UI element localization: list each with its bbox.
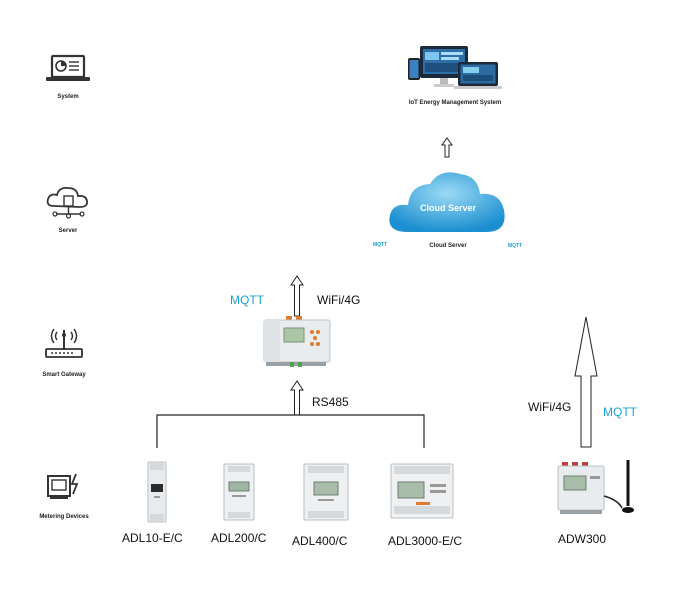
router-icon [45,328,83,358]
adl3000-device [390,463,454,519]
adl10-device [147,461,167,523]
devices-layer: Metering Devices [24,470,104,522]
adw-mqtt-label: MQTT [603,405,637,419]
rs485-bus [156,414,425,448]
adl200-label: ADL200/C [211,531,267,545]
cloud-inside-label: Cloud Server [419,203,477,213]
system-layer-label: System [57,94,79,100]
adl400-device [303,463,349,521]
cloud-icon [389,172,505,232]
server-layer-label: Server [58,228,78,234]
cloud-server: Cloud Server Cloud Server [368,160,528,260]
adw300-device [557,460,634,514]
system-layer: System [28,52,108,100]
gateway-wifi-label: WiFi/4G [317,293,361,307]
cloud-server-icon [46,186,89,219]
gateway-mqtt-label: MQTT [230,293,264,307]
gateway-layer-label: Smart Gateway [42,372,86,378]
adl3000-label: ADL3000-E/C [388,534,463,548]
cloud-caption: Cloud Server [429,243,467,249]
adw300-label: ADW300 [558,532,607,546]
arrow-adw300-to-cloud [574,316,598,448]
adw-wifi-label: WiFi/4G [528,400,572,414]
cloud-mqtt-right: MQTT [508,243,523,249]
adl200-device [223,463,255,521]
iot-system-title: IoT Energy Management System [408,100,502,106]
iot-system: IoT Energy Management System [400,44,510,108]
cloud-mqtt-left: MQTT [373,242,388,248]
devices-layer-label: Metering Devices [39,514,89,520]
arrow-cloud-to-system [441,137,453,158]
adl400-label: ADL400/C [292,534,348,548]
devices-mockup-icon [408,46,502,89]
adl10-label: ADL10-E/C [122,531,183,545]
laptop-icon [46,54,90,81]
server-layer: Server [28,184,108,234]
rs485-label: RS485 [312,395,349,409]
gateway-layer: Smart Gateway [24,324,104,378]
meter-monitor-icon [47,473,79,499]
arrow-gateway-to-cloud [290,275,304,317]
gateway-device [263,316,331,367]
